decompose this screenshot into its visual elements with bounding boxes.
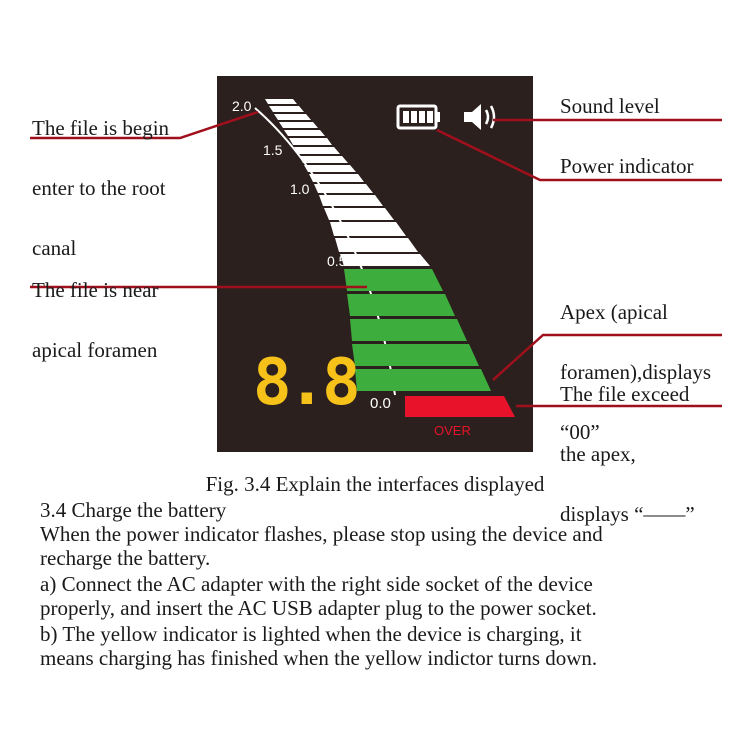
depth-bar [347, 294, 455, 316]
depth-bar [340, 254, 430, 266]
depth-bar [309, 174, 364, 182]
callout-power-indicator: Power indicator [560, 154, 694, 178]
section-line-1: When the power indicator flashes, please… [40, 522, 603, 546]
depth-bar [284, 130, 325, 136]
scale-label-1-5: 1.5 [263, 142, 283, 158]
scale-label-2-0: 2.0 [232, 98, 252, 114]
callout-begin-root-canal: The file is begin enter to the root cana… [32, 116, 170, 260]
depth-bar [274, 114, 311, 120]
depth-bar [352, 344, 479, 366]
depth-bar [314, 184, 373, 193]
section-line-3: a) Connect the AC adapter with the right… [40, 572, 593, 596]
depth-bar [350, 319, 467, 341]
figure-caption: Fig. 3.4 Explain the interfaces displaye… [205, 472, 545, 496]
depth-bar [355, 369, 491, 391]
depth-bar [289, 138, 332, 145]
white-depth-bars [265, 99, 430, 266]
depth-bar [335, 238, 418, 252]
leader-power [436, 128, 722, 182]
callout-exceed-apex: The file exceed the apex, displays “——” [560, 382, 695, 526]
depth-bar [304, 165, 356, 172]
leader-apex [492, 333, 722, 381]
callout-sound-level: Sound level [560, 94, 660, 118]
section-line-6: means charging has finished when the yel… [40, 646, 598, 670]
speaker-icon [464, 104, 496, 130]
section-line-5: b) The yellow indicator is lighted when … [40, 622, 582, 646]
callout-near-apical: The file is near apical foramen [32, 278, 159, 362]
green-depth-bars [344, 269, 491, 391]
depth-bar [294, 147, 340, 154]
leader-lines [30, 110, 722, 408]
digital-readout: 8.8 [253, 346, 357, 420]
battery-icon [396, 104, 440, 130]
scale-label-1-0: 1.0 [290, 181, 310, 197]
depth-bar [269, 106, 304, 112]
zero-label: 0.0 [370, 395, 391, 412]
over-label: OVER [434, 423, 471, 438]
depth-bar [344, 269, 443, 291]
depth-bar [265, 99, 297, 104]
depth-bar [279, 122, 318, 128]
depth-bar [324, 208, 394, 220]
depth-bar [330, 222, 406, 236]
over-bar [405, 396, 515, 417]
section-heading: 3.4 Charge the battery [40, 498, 227, 522]
leader-begin [30, 110, 259, 140]
depth-bar [319, 195, 383, 206]
section-line-4: properly, and insert the AC USB adapter … [40, 596, 597, 620]
depth-bar [299, 156, 348, 163]
section-line-2: recharge the battery. [40, 546, 211, 570]
callout-apex: Apex (apical foramen),displays “00” [560, 300, 712, 444]
scale-arc [254, 107, 396, 396]
